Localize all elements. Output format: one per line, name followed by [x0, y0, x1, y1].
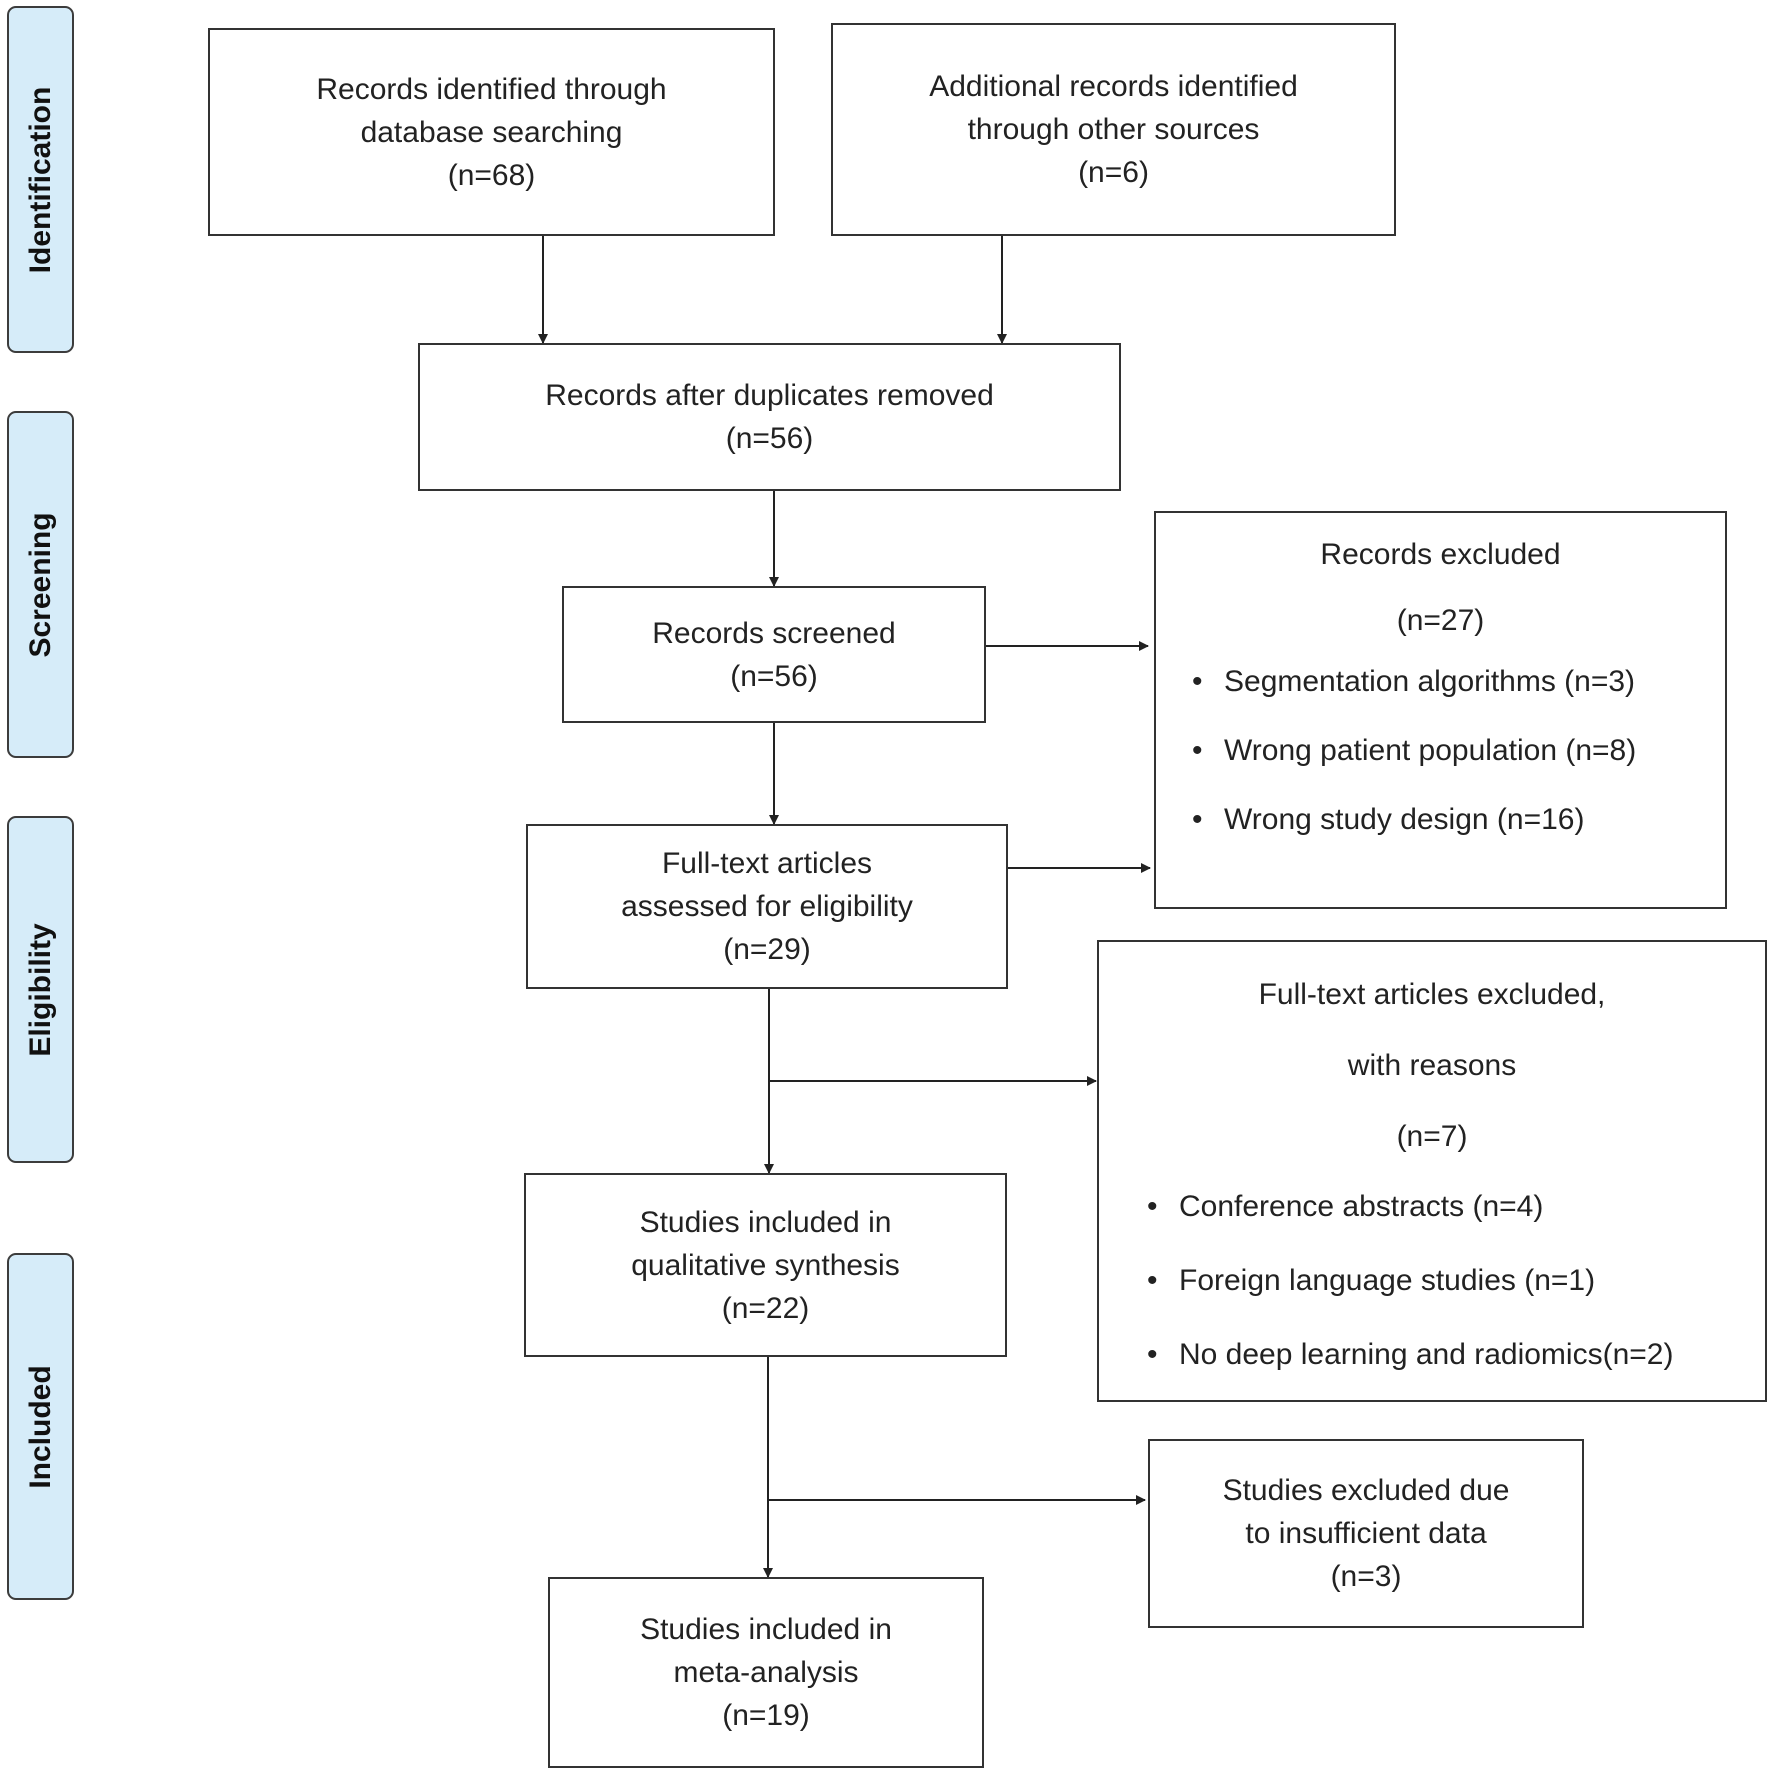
- fulltext-excluded-count: (n=7): [1396, 1120, 1468, 1153]
- box-count: (n=56): [725, 422, 814, 455]
- box-line: Studies included in: [640, 1613, 892, 1646]
- box-line: Additional records identified: [929, 70, 1298, 103]
- box-count: (n=22): [721, 1291, 810, 1325]
- box-count: (n=56): [730, 659, 818, 693]
- box-line: database searching: [360, 115, 623, 149]
- excluded-title: Records excluded: [1320, 538, 1561, 571]
- stage-included: Included: [7, 1253, 74, 1600]
- box-records-excluded: Records excluded (n=27) Segmentation alg…: [1154, 511, 1727, 909]
- box-other-sources: Additional records identified through ot…: [831, 23, 1396, 236]
- box-line: meta-analysis: [673, 1656, 859, 1689]
- box-count: (n=3): [1330, 1560, 1402, 1593]
- fulltext-excluded-subtitle: with reasons: [1347, 1049, 1517, 1082]
- box-database-search: Records identified through database sear…: [208, 28, 775, 236]
- fulltext-excluded-reasons: Conference abstracts (n=4) Foreign langu…: [1141, 1170, 1673, 1392]
- box-count: (n=19): [722, 1699, 810, 1732]
- box-qualitative-synthesis: Studies included in qualitative synthesi…: [524, 1173, 1007, 1357]
- exclusion-reason: Wrong study design (n=16): [1186, 785, 1636, 854]
- exclusion-reason: Segmentation algorithms (n=3): [1186, 647, 1636, 716]
- box-count: (n=6): [1078, 156, 1149, 189]
- box-duplicates-removed: Records after duplicates removed (n=56): [418, 343, 1121, 491]
- box-meta-analysis: Studies included in meta-analysis (n=19): [548, 1577, 984, 1768]
- box-line: Studies included in: [639, 1205, 892, 1239]
- fulltext-excluded-title: Full-text articles excluded,: [1258, 978, 1606, 1011]
- exclusion-reason: Conference abstracts (n=4): [1141, 1170, 1673, 1244]
- exclusion-reason: No deep learning and radiomics(n=2): [1141, 1318, 1673, 1392]
- box-count: (n=68): [447, 158, 536, 192]
- box-line: Studies excluded due: [1222, 1474, 1510, 1507]
- box-line: qualitative synthesis: [631, 1248, 900, 1282]
- box-line: Records identified through: [316, 72, 667, 106]
- box-fulltext-assessed: Full-text articles assessed for eligibil…: [526, 824, 1008, 989]
- box-count: (n=29): [723, 933, 811, 966]
- box-line: through other sources: [967, 113, 1260, 146]
- stage-screening: Screening: [7, 411, 74, 758]
- box-insufficient-data: Studies excluded due to insufficient dat…: [1148, 1439, 1584, 1628]
- box-records-screened: Records screened (n=56): [562, 586, 986, 723]
- box-line: assessed for eligibility: [621, 890, 913, 923]
- stage-eligibility: Eligibility: [7, 816, 74, 1163]
- stage-identification: Identification: [7, 6, 74, 353]
- box-line: Records after duplicates removed: [545, 379, 994, 412]
- exclusion-reason: Foreign language studies (n=1): [1141, 1244, 1673, 1318]
- box-fulltext-excluded: Full-text articles excluded, with reason…: [1097, 940, 1767, 1402]
- box-line: Full-text articles: [661, 847, 873, 880]
- excluded-reasons: Segmentation algorithms (n=3) Wrong pati…: [1186, 647, 1636, 854]
- box-line: Records screened: [652, 616, 896, 650]
- exclusion-reason: Wrong patient population (n=8): [1186, 716, 1636, 785]
- excluded-count: (n=27): [1396, 604, 1485, 637]
- box-line: to insufficient data: [1245, 1517, 1487, 1550]
